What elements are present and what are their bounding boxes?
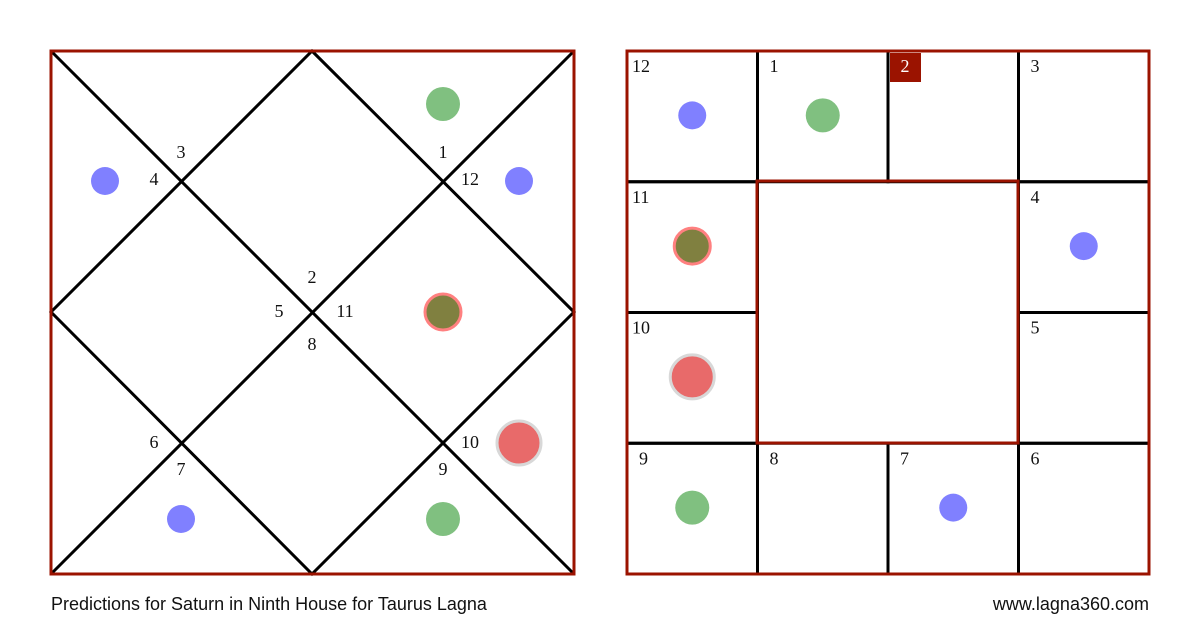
north-chart-frame <box>49 49 576 576</box>
blue-planet-marker <box>678 101 707 130</box>
house-cell-7: 7 <box>886 441 1020 576</box>
house-number-label: 10 <box>632 318 650 338</box>
house-number-label: 8 <box>308 334 317 354</box>
planet-markers <box>91 87 543 536</box>
olive-planet-marker <box>423 292 463 332</box>
blue-planet-marker <box>1069 232 1098 261</box>
chart-title: Predictions for Saturn in Ninth House fo… <box>51 594 487 614</box>
house-number-label: 8 <box>770 448 779 468</box>
house-number-label: 7 <box>177 459 186 479</box>
house-cell-1: 1 <box>756 49 890 184</box>
red-planet-marker <box>495 419 543 467</box>
south-chart-frame <box>625 49 1151 576</box>
house-cell-8: 8 <box>756 441 890 576</box>
house-number-label: 1 <box>770 56 779 76</box>
house-number-label: 2 <box>901 56 910 76</box>
house-cell-12: 12 <box>625 49 759 184</box>
house-number-label: 6 <box>1031 448 1040 468</box>
house-cell-2: 2 <box>886 49 1020 184</box>
red-planet-marker <box>668 353 716 401</box>
south-center-frame <box>755 179 1020 445</box>
house-cell-9: 9 <box>625 441 759 576</box>
blue-planet-marker <box>939 493 968 522</box>
house-number-label: 12 <box>632 56 650 76</box>
house-number-label: 10 <box>461 432 479 452</box>
house-number-label: 5 <box>1031 318 1040 338</box>
blue-planet-marker <box>167 505 195 533</box>
house-number-label: 3 <box>177 142 186 162</box>
chart-lines <box>48 48 577 577</box>
house-cell-6: 6 <box>1017 441 1151 576</box>
house-cell-5: 5 <box>1017 311 1151 445</box>
house-number-label: 9 <box>439 459 448 479</box>
house-number-label: 11 <box>632 187 649 207</box>
blue-planet-marker <box>91 167 119 195</box>
green-planet-marker <box>426 502 460 536</box>
house-cell-4: 4 <box>1017 180 1151 314</box>
green-planet-marker <box>426 87 460 121</box>
house-cell-11: 11 <box>625 180 759 314</box>
house-number-label: 4 <box>1031 187 1040 207</box>
house-number-label: 12 <box>461 169 479 189</box>
green-planet-marker <box>805 98 840 133</box>
house-number-label: 1 <box>439 142 448 162</box>
house-number-label: 9 <box>639 448 648 468</box>
house-number-labels: 1 12 34 2 5 11 8 67 10 9 <box>150 142 480 479</box>
north-indian-chart: 1 12 34 2 5 11 8 67 10 9 <box>48 48 577 577</box>
olive-planet-marker <box>672 226 712 266</box>
house-number-label: 11 <box>336 301 353 321</box>
house-cell-10: 10 <box>625 311 759 445</box>
house-cell-3: 3 <box>1017 49 1151 184</box>
house-number-label: 4 <box>150 169 159 189</box>
lagna-badge <box>890 53 921 82</box>
house-number-label: 5 <box>275 301 284 321</box>
green-planet-marker <box>675 490 710 525</box>
house-number-label: 7 <box>900 448 909 468</box>
house-number-label: 6 <box>150 432 159 452</box>
house-number-label: 2 <box>308 267 317 287</box>
blue-planet-marker <box>505 167 533 195</box>
house-number-label: 3 <box>1031 56 1040 76</box>
site-url: www.lagna360.com <box>992 594 1149 614</box>
